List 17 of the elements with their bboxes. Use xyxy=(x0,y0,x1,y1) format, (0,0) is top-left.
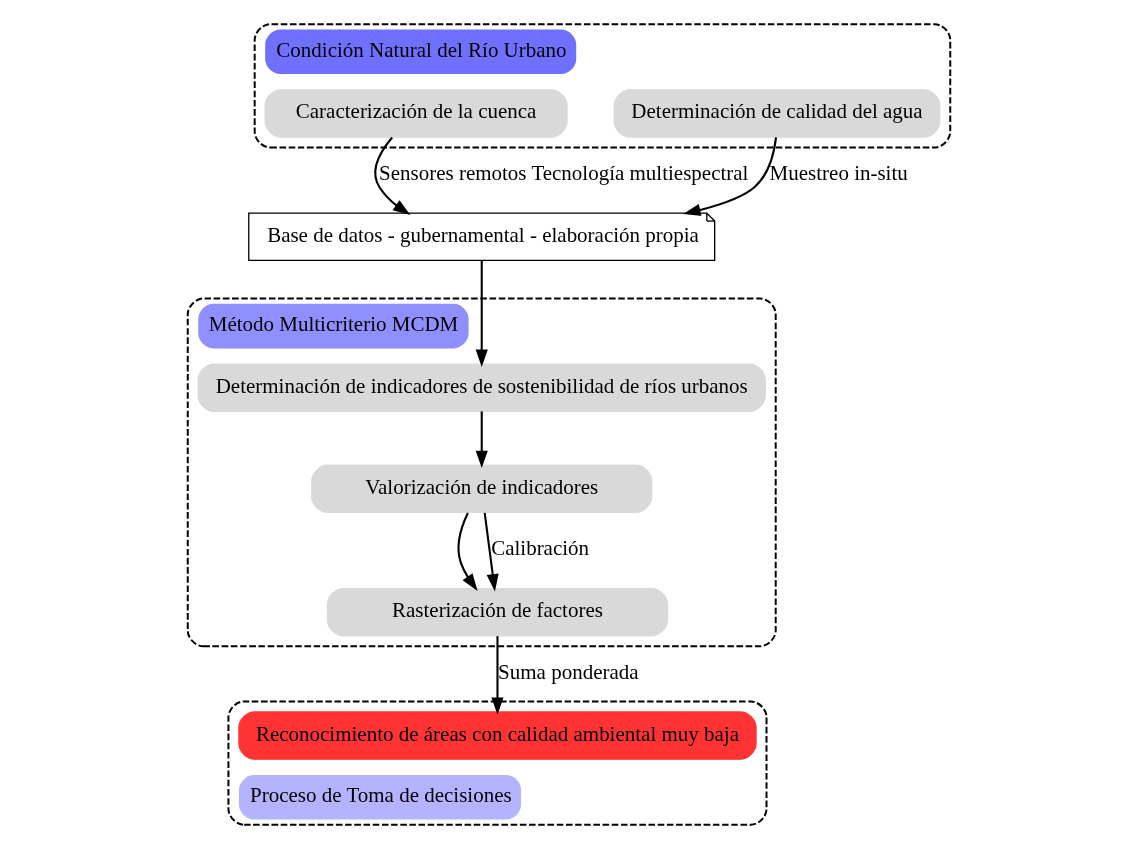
edge-label: Sensores remotos Tecnología multiespectral xyxy=(379,161,749,186)
node-box: Valorización de indicadores xyxy=(311,464,653,514)
arrow xyxy=(683,137,778,216)
edge-label: Muestreo in-situ xyxy=(769,161,908,186)
arrow xyxy=(475,260,488,367)
arrow xyxy=(457,512,478,592)
node-box: Determinación de calidad del agua xyxy=(613,89,941,138)
node-box: Determinación de indicadores de sostenibilidad de ríos urbanos xyxy=(197,363,766,413)
arrow xyxy=(374,136,411,215)
arrow xyxy=(475,411,488,469)
arrow xyxy=(483,512,499,592)
node-box: Reconocimiento de áreas con calidad ambiental muy baja xyxy=(238,711,757,760)
node-box: Caracterización de la cuenca xyxy=(264,89,568,138)
edge-label: Calibración xyxy=(491,536,590,561)
edge-label: Suma ponderada xyxy=(498,659,639,684)
arrow xyxy=(491,636,504,715)
node-box: Rasterización de factores xyxy=(326,587,669,637)
